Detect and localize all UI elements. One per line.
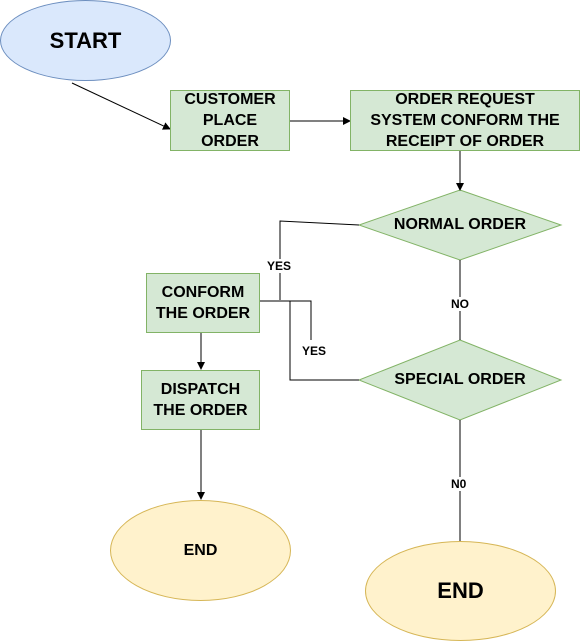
edge-special-yes-stub: [290, 300, 312, 340]
normal-order-yes-label: YES: [265, 259, 294, 273]
conform-order-node: CONFORM THE ORDER: [146, 273, 260, 333]
normal-order-label: NORMAL ORDER: [393, 216, 527, 233]
start-node: START: [0, 0, 171, 81]
special-order-yes-label: YES: [300, 344, 329, 358]
special-order-label: SPECIAL ORDER: [394, 371, 526, 388]
edge-normal-yes: [279, 220, 360, 300]
customer-place-order-node: CUSTOMER PLACE ORDER: [170, 90, 290, 151]
order-request-node: ORDER REQUEST SYSTEM CONFORM THE RECEIPT…: [350, 90, 580, 151]
end-left-node: END: [110, 500, 291, 601]
edge-special-yes: [260, 300, 359, 381]
dispatch-order-node: DISPATCH THE ORDER: [141, 370, 260, 430]
normal-order-no-label: NO: [449, 297, 471, 311]
special-order-no-label: N0: [449, 477, 469, 491]
edge-start-to-customer: [71, 82, 171, 130]
end-right-node: END: [365, 541, 556, 641]
